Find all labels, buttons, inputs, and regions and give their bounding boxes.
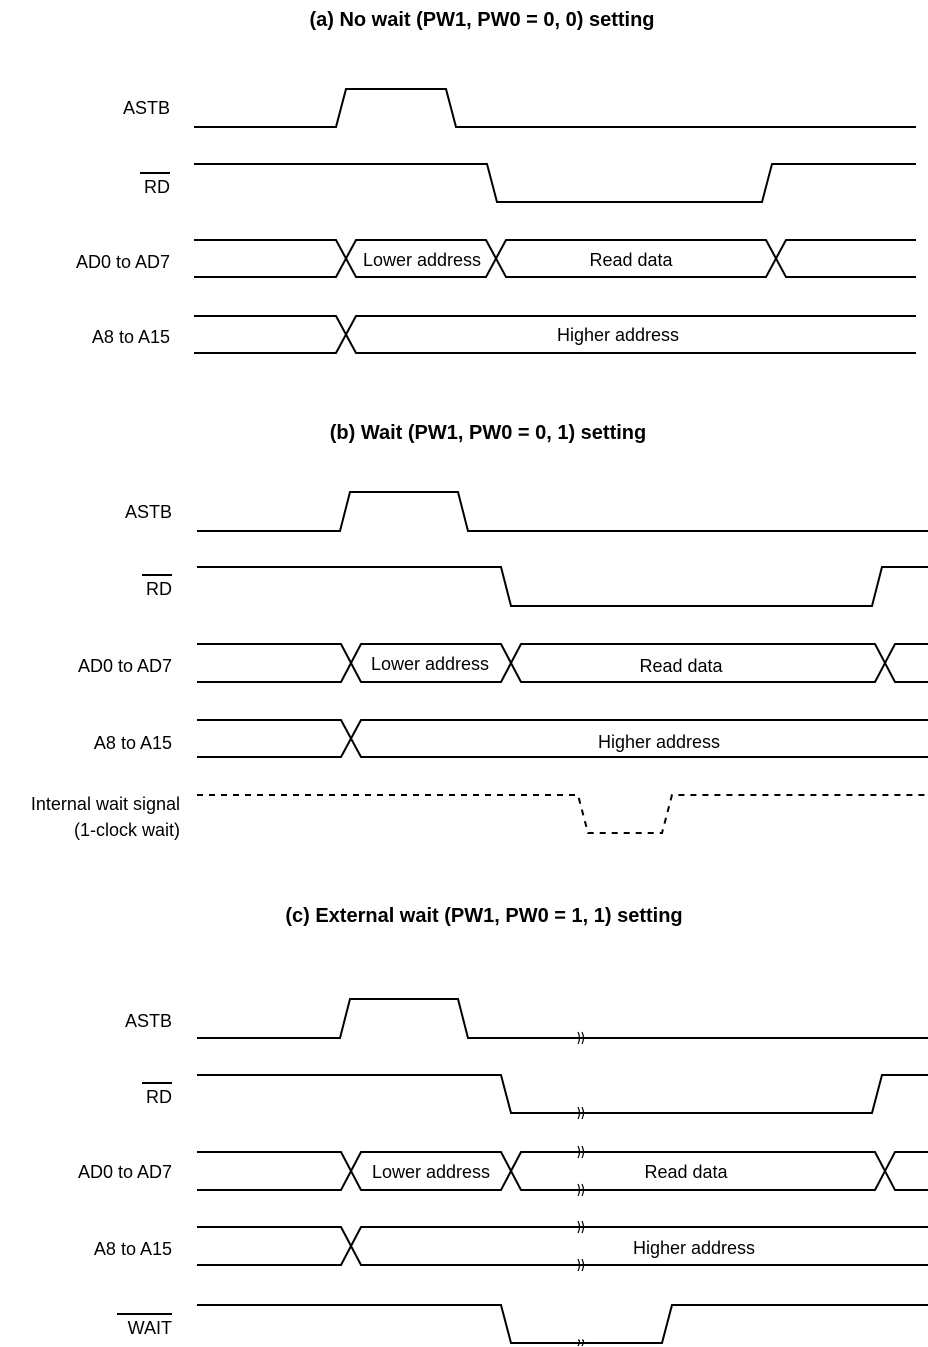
- ad-bus-waveform: [194, 239, 916, 278]
- astb-waveform: [194, 88, 916, 128]
- signal-label-astb: ASTB: [123, 98, 170, 118]
- internal-wait-waveform: [197, 794, 928, 834]
- ad-read-data-label: Read data: [644, 1162, 728, 1182]
- signal-label-astb: ASTB: [125, 502, 172, 522]
- signal-label-rd: RD: [146, 1087, 172, 1107]
- break-mark-a-top: [577, 1220, 585, 1234]
- signal-label-a8-a15: A8 to A15: [92, 327, 170, 347]
- a-higher-address-label: Higher address: [557, 325, 679, 345]
- rd-waveform: [197, 1074, 928, 1114]
- break-mark-a-bottom: [577, 1258, 585, 1272]
- signal-label-ad0-ad7: AD0 to AD7: [76, 252, 170, 272]
- signal-label-a8-a15: A8 to A15: [94, 1239, 172, 1259]
- ad-lower-address-label: Lower address: [372, 1162, 490, 1182]
- signal-label-internal-wait-note: (1-clock wait): [74, 820, 180, 840]
- signal-label-ad0-ad7: AD0 to AD7: [78, 656, 172, 676]
- rd-waveform: [197, 566, 928, 607]
- section-external-wait: (c) External wait (PW1, PW0 = 1, 1) sett…: [78, 905, 928, 1347]
- section-title-no-wait: (a) No wait (PW1, PW0 = 0, 0) setting: [309, 9, 654, 31]
- time-break-markers: [577, 1031, 585, 1347]
- ad-read-data-label: Read data: [589, 250, 673, 270]
- break-mark-wait: [577, 1339, 585, 1347]
- rd-waveform: [194, 163, 916, 203]
- signal-label-ad0-ad7: AD0 to AD7: [78, 1162, 172, 1182]
- astb-waveform: [197, 491, 928, 532]
- ad-bus-waveform: [197, 643, 928, 683]
- a-bus-waveform: [194, 315, 916, 354]
- ad-lower-address-label: Lower address: [371, 654, 489, 674]
- section-wait: (b) Wait (PW1, PW0 = 0, 1) setting ASTB …: [31, 422, 928, 840]
- signal-label-astb: ASTB: [125, 1011, 172, 1031]
- section-title-external-wait: (c) External wait (PW1, PW0 = 1, 1) sett…: [285, 905, 682, 927]
- break-mark-astb: [577, 1031, 585, 1045]
- signal-label-internal-wait: Internal wait signal: [31, 794, 180, 814]
- wait-waveform: [197, 1304, 928, 1344]
- section-title-wait: (b) Wait (PW1, PW0 = 0, 1) setting: [330, 422, 647, 444]
- section-no-wait: (a) No wait (PW1, PW0 = 0, 0) setting AS…: [76, 9, 916, 354]
- a-bus-waveform: [197, 719, 928, 758]
- break-mark-ad-bottom: [577, 1183, 585, 1197]
- a-higher-address-label: Higher address: [598, 732, 720, 752]
- signal-label-wait: WAIT: [128, 1318, 172, 1338]
- ad-read-data-label: Read data: [639, 656, 723, 676]
- ad-bus-waveform: [197, 1151, 928, 1191]
- signal-label-rd: RD: [144, 177, 170, 197]
- break-mark-rd: [577, 1106, 585, 1120]
- signal-label-a8-a15: A8 to A15: [94, 733, 172, 753]
- a-bus-waveform: [197, 1226, 928, 1266]
- signal-label-rd: RD: [146, 579, 172, 599]
- ad-lower-address-label: Lower address: [363, 250, 481, 270]
- astb-waveform: [197, 998, 928, 1039]
- a-higher-address-label: Higher address: [633, 1238, 755, 1258]
- break-mark-ad-top: [577, 1145, 585, 1159]
